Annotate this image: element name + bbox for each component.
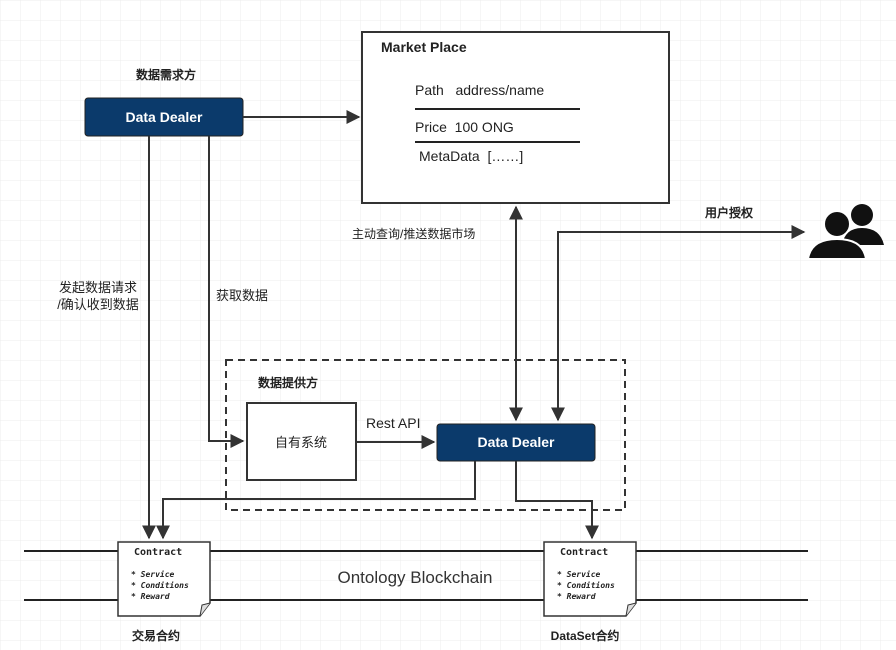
provider-dealer-label: Data Dealer <box>477 434 555 450</box>
rest-api-label: Rest API <box>366 415 420 431</box>
dealer-to-dataset-contract-arrow <box>515 461 599 540</box>
own-system-label: 自有系统 <box>275 435 327 450</box>
dealer-to-trade-contract-arrow <box>156 461 476 540</box>
dataset-contract-item-conditions: * Conditions <box>557 580 615 590</box>
provider-data-dealer: Data Dealer <box>436 423 596 462</box>
market-place-box: Market Place Path address/name Price 100… <box>361 31 670 204</box>
query-market-label: 主动查询/推送数据市场 <box>352 226 475 241</box>
fetch-data-arrow <box>208 136 245 448</box>
trade-contract-caption: 交易合约 <box>132 628 180 643</box>
dataset-contract-item-service: * Service <box>557 569 601 579</box>
demander-dealer-label: Data Dealer <box>125 109 203 125</box>
trade-contract-item-conditions: * Conditions <box>131 580 189 590</box>
users-icon <box>806 204 884 260</box>
user-auth-label: 用户授权 <box>704 205 754 220</box>
request-label-line2: /确认收到数据 <box>57 297 139 312</box>
fetch-data-label: 获取数据 <box>216 288 268 303</box>
trade-contract-title: Contract <box>134 547 182 558</box>
market-metadata-line: MetaData [……] <box>419 148 523 164</box>
provider-label: 数据提供方 <box>258 375 318 390</box>
trade-contract-item-service: * Service <box>131 569 175 579</box>
dataset-contract-title: Contract <box>560 547 608 558</box>
provider-container <box>225 359 626 511</box>
request-label-line1: 发起数据请求 <box>59 280 137 295</box>
trade-contract-item-reward: * Reward <box>131 592 170 601</box>
dataset-contract-item-reward: * Reward <box>557 592 596 601</box>
user-auth-arrow <box>551 225 806 422</box>
market-place-title: Market Place <box>381 39 467 55</box>
demander-data-dealer: Data Dealer <box>84 97 244 137</box>
dataset-contract-caption: DataSet合约 <box>551 628 620 643</box>
market-price-line: Price 100 ONG <box>415 119 514 135</box>
dataset-contract: Contract * Service * Conditions * Reward <box>543 541 637 617</box>
market-path-line: Path address/name <box>415 82 544 98</box>
trade-contract: Contract * Service * Conditions * Reward <box>117 541 211 617</box>
own-system-box: 自有系统 <box>246 402 357 481</box>
demander-label: 数据需求方 <box>136 67 196 82</box>
blockchain-label: Ontology Blockchain <box>338 568 493 587</box>
